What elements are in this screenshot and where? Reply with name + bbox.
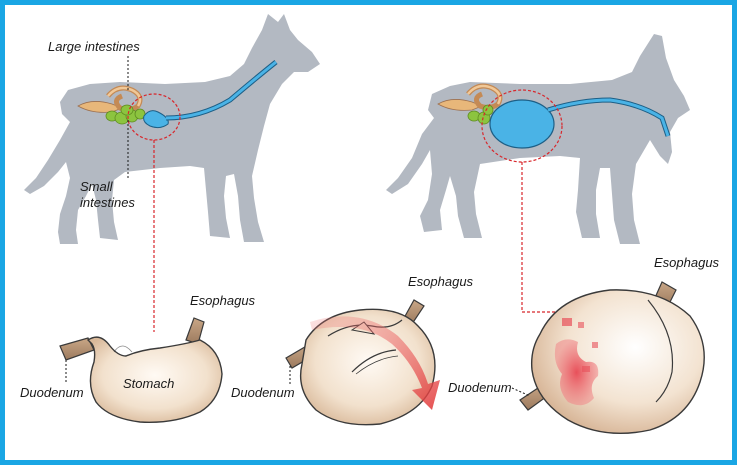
necrosis-patches <box>554 318 599 406</box>
focus-circle-right <box>481 89 563 163</box>
stomach-bloated <box>519 281 705 434</box>
organs-right <box>437 83 671 149</box>
label-small-intestines-line2: intestines <box>80 195 135 210</box>
leader-duodenum-bloated <box>511 387 531 397</box>
dog-silhouette-left <box>24 14 320 244</box>
label-stomach: Stomach <box>123 376 174 391</box>
stomach-normal <box>59 317 223 423</box>
labels: Large intestines Small intestines Esopha… <box>20 39 720 400</box>
label-esophagus-twisting: Esophagus <box>408 274 474 289</box>
label-duodenum-bloated: Duodenum <box>448 380 512 395</box>
label-duodenum-normal: Duodenum <box>20 385 84 400</box>
label-esophagus-bloated: Esophagus <box>654 255 720 270</box>
organs-left <box>77 60 278 129</box>
rotation-arrow <box>310 316 440 410</box>
label-large-intestines: Large intestines <box>48 39 140 54</box>
label-small-intestines-line1: Small <box>80 179 114 194</box>
label-esophagus-normal: Esophagus <box>190 293 256 308</box>
label-duodenum-twisting: Duodenum <box>231 385 295 400</box>
leader-right-down <box>521 162 562 313</box>
focus-circle-left <box>127 93 181 141</box>
